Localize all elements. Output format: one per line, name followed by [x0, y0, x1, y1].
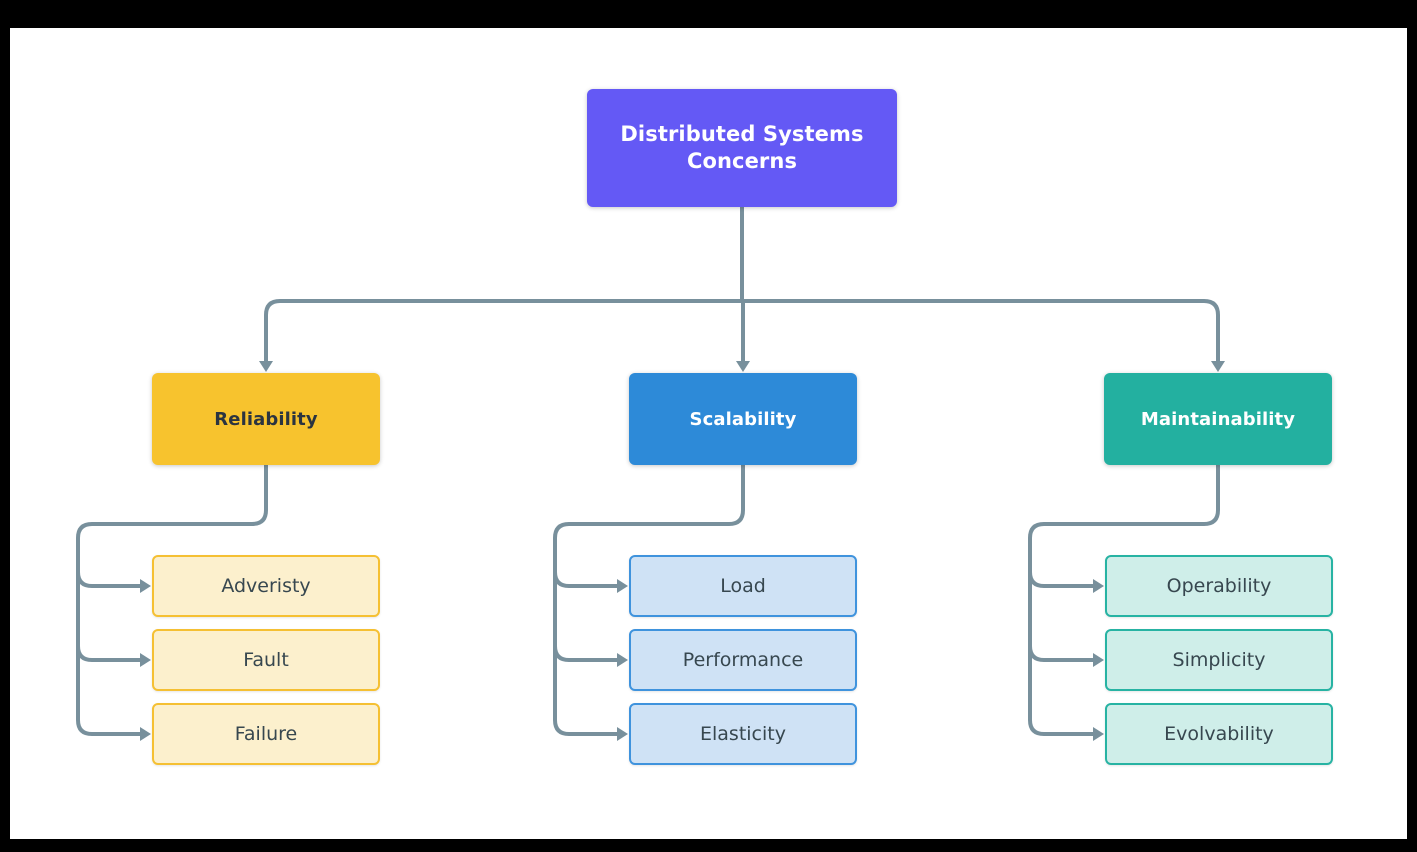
node-elasticity-label: Elasticity [700, 723, 786, 745]
node-reliability-label: Reliability [214, 408, 318, 430]
leaf-spine-reliability [76, 463, 268, 736]
node-operability[interactable]: Operability [1105, 555, 1333, 617]
node-scalability-label: Scalability [689, 408, 797, 430]
node-load-label: Load [720, 575, 766, 597]
node-performance-label: Performance [682, 649, 804, 671]
node-simplicity-label: Simplicity [1172, 649, 1266, 671]
node-failure-label: Failure [234, 723, 298, 745]
node-operability-label: Operability [1166, 575, 1272, 597]
arrowhead-to-elasticity [617, 727, 628, 741]
arrowhead-to-evolvability [1093, 727, 1104, 741]
arrowhead-to-fault [140, 653, 151, 667]
leaf-branch-operability [1028, 570, 1095, 588]
leaf-branch-performance [553, 644, 619, 662]
node-evolvability[interactable]: Evolvability [1105, 703, 1333, 765]
node-reliability[interactable]: Reliability [152, 373, 380, 465]
connector-layer [76, 205, 1225, 741]
node-adveristy[interactable]: Adveristy [152, 555, 380, 617]
node-load[interactable]: Load [629, 555, 857, 617]
arrowhead-to-operability [1093, 579, 1104, 593]
node-simplicity[interactable]: Simplicity [1105, 629, 1333, 691]
node-evolvability-label: Evolvability [1164, 723, 1274, 745]
node-performance[interactable]: Performance [629, 629, 857, 691]
arrowhead-to-maintainability [1211, 361, 1225, 372]
node-scalability[interactable]: Scalability [629, 373, 857, 465]
arrowhead-to-adveristy [140, 579, 151, 593]
node-elasticity[interactable]: Elasticity [629, 703, 857, 765]
node-failure[interactable]: Failure [152, 703, 380, 765]
node-maintainability-label: Maintainability [1140, 408, 1296, 430]
leaf-spine-scalability [553, 463, 745, 736]
node-adveristy-label: Adveristy [221, 575, 311, 597]
leaf-branch-adveristy [76, 570, 142, 588]
arrowhead-to-reliability [259, 361, 273, 372]
leaf-branch-fault [76, 644, 142, 662]
leaf-branch-simplicity [1028, 644, 1095, 662]
leaf-branch-load [553, 570, 619, 588]
node-fault-label: Fault [243, 649, 289, 671]
arrowhead-to-scalability [736, 361, 750, 372]
arrowhead-to-failure [140, 727, 151, 741]
node-maintainability[interactable]: Maintainability [1104, 373, 1332, 465]
node-fault[interactable]: Fault [152, 629, 380, 691]
leaf-spine-maintainability [1028, 463, 1220, 736]
node-root[interactable]: Distributed Systems Concerns [587, 89, 897, 207]
arrowhead-to-load [617, 579, 628, 593]
arrowhead-to-performance [617, 653, 628, 667]
node-root-label: Distributed Systems Concerns [620, 122, 864, 173]
arrowhead-to-simplicity [1093, 653, 1104, 667]
